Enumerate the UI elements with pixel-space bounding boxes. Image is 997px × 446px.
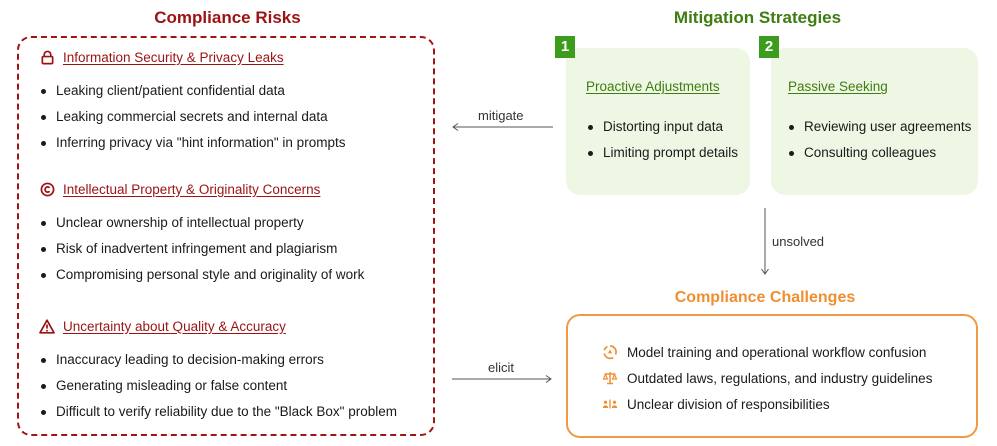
list-item: Reviewing user agreements: [787, 114, 977, 140]
compliance-challenges-panel: Model training and operational workflow …: [566, 314, 978, 438]
strategy-card-title: Passive Seeking: [788, 79, 888, 94]
strategy-card-passive: Passive Seeking Reviewing user agreement…: [771, 48, 978, 195]
list-item: Model training and operational workflow …: [602, 339, 932, 365]
list-item: Unclear division of responsibilities: [602, 391, 932, 417]
challenge-text: Outdated laws, regulations, and industry…: [627, 370, 933, 386]
lock-icon: [39, 49, 55, 65]
list-item: Consulting colleagues: [787, 140, 977, 166]
list-item: Limiting prompt details: [586, 140, 756, 166]
strategy-card-proactive: Proactive Adjustments Distorting input d…: [566, 48, 750, 195]
list-item: Unclear ownership of intellectual proper…: [39, 210, 439, 236]
risk-section-title: Information Security & Privacy Leaks: [63, 49, 284, 65]
mitigation-strategies-title: Mitigation Strategies: [673, 8, 842, 27]
challenge-list: Model training and operational workflow …: [602, 339, 932, 417]
strategy-card-title: Proactive Adjustments: [586, 79, 720, 94]
mitigate-arrow: [452, 123, 553, 131]
list-item: Inferring privacy via "hint information"…: [39, 130, 439, 156]
challenge-text: Unclear division of responsibilities: [627, 396, 830, 412]
list-item: Generating misleading or false content: [39, 373, 439, 399]
mitigate-label: mitigate: [478, 108, 524, 123]
unsolved-arrow: [761, 208, 769, 275]
number-badge: 1: [555, 36, 575, 58]
risk-section-privacy: Information Security & Privacy Leaks Lea…: [39, 47, 439, 156]
risk-section-ip: Intellectual Property & Originality Conc…: [39, 179, 439, 288]
list-item: Compromising personal style and original…: [39, 262, 439, 288]
unsolved-label: unsolved: [772, 234, 825, 249]
list-item: Inaccuracy leading to decision-making er…: [39, 347, 439, 373]
risk-list: Inaccuracy leading to decision-making er…: [39, 347, 439, 425]
number-badge: 2: [759, 36, 779, 58]
risk-section-title: Uncertainty about Quality & Accuracy: [63, 318, 286, 334]
compliance-risks-panel: [17, 36, 435, 436]
strategy-list: Reviewing user agreements Consulting col…: [787, 114, 977, 166]
workflow-cycle-icon: [602, 344, 618, 360]
elicit-label: elicit: [488, 360, 515, 375]
risk-list: Unclear ownership of intellectual proper…: [39, 210, 439, 288]
list-item: Difficult to verify reliability due to t…: [39, 399, 439, 425]
list-item: Distorting input data: [586, 114, 756, 140]
compliance-challenges-title: Compliance Challenges: [674, 289, 856, 306]
list-item: Leaking client/patient confidential data: [39, 78, 439, 104]
people-divide-icon: [602, 396, 618, 412]
compliance-risks-title: Compliance Risks: [154, 8, 301, 27]
challenge-text: Model training and operational workflow …: [627, 344, 927, 360]
copyright-icon: [39, 181, 55, 197]
risk-list: Leaking client/patient confidential data…: [39, 78, 439, 156]
risk-section-title: Intellectual Property & Originality Conc…: [63, 181, 321, 197]
list-item: Outdated laws, regulations, and industry…: [602, 365, 932, 391]
warning-icon: [39, 318, 55, 334]
list-item: Risk of inadvertent infringement and pla…: [39, 236, 439, 262]
strategy-list: Distorting input data Limiting prompt de…: [586, 114, 756, 166]
scales-icon: [602, 370, 618, 386]
risk-section-quality: Uncertainty about Quality & Accuracy Ina…: [39, 316, 439, 425]
list-item: Leaking commercial secrets and internal …: [39, 104, 439, 130]
elicit-arrow: [452, 375, 552, 383]
